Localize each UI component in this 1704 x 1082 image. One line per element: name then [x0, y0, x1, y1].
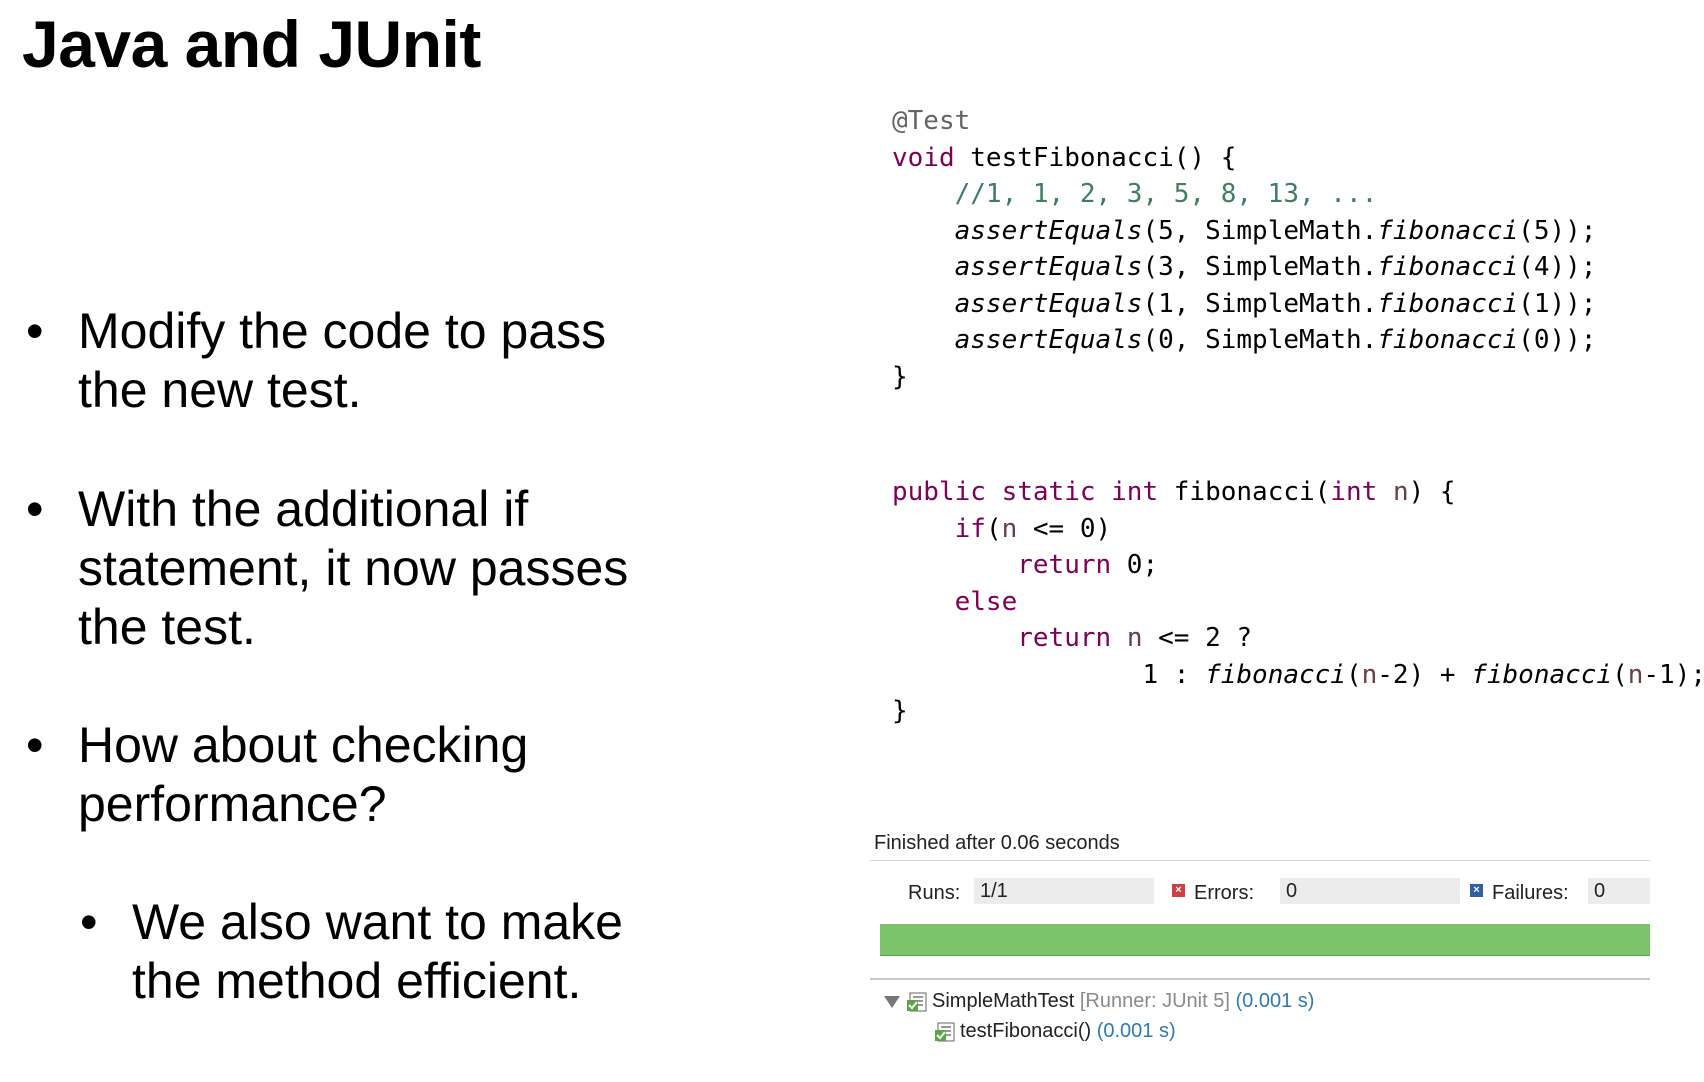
bullet-item: • How about checking performance?: [26, 716, 529, 834]
assert-call: assertEquals: [954, 252, 1143, 282]
bullet-text: Modify the code to pass the new test.: [78, 303, 607, 418]
runner-label: [Runner: JUnit 5]: [1079, 990, 1230, 1012]
class-ref: SimpleMath.: [1205, 215, 1378, 246]
method-ref: fibonacci: [1205, 659, 1346, 690]
failures-label: Failures:: [1492, 882, 1569, 904]
sub-bullet-item: • We also want to make the method effici…: [80, 893, 623, 1011]
class-ref: SimpleMath.: [1205, 252, 1378, 282]
bullet-marker: •: [26, 717, 44, 773]
errors-label: Errors:: [1194, 882, 1254, 904]
tree-item-test[interactable]: testFibonacci() (0.001 s): [934, 1020, 1176, 1043]
keyword: public: [892, 477, 986, 507]
expected-value: 1: [1158, 288, 1174, 319]
error-icon: ×: [1172, 884, 1185, 897]
arg-value: 0: [1533, 325, 1550, 355]
expected-value: 0: [1158, 325, 1174, 355]
divider: [870, 978, 1650, 980]
keyword: int: [1330, 477, 1378, 507]
errors-value: 0: [1280, 878, 1460, 904]
code-text: ) {: [1408, 477, 1456, 507]
arg-value: 5: [1533, 215, 1550, 246]
code-text: -1);: [1643, 659, 1704, 690]
slide-title: Java and JUnit: [22, 7, 481, 81]
expected-value: 3: [1158, 252, 1174, 282]
code-text: 1 :: [1142, 659, 1206, 690]
method-ref: fibonacci: [1471, 659, 1613, 690]
runs-value: 1/1: [974, 878, 1154, 904]
closing-brace: }: [892, 696, 908, 726]
code-comment: //1, 1, 2, 3, 5, 8, 13, ...: [892, 179, 1378, 209]
assert-call: assertEquals: [954, 215, 1143, 246]
code-text: 0;: [1111, 550, 1159, 580]
keyword: if: [954, 513, 986, 544]
runs-label: Runs:: [908, 882, 961, 904]
bullet-list: • Modify the code to pass the new test. …: [0, 0, 720, 1082]
code-text: (: [985, 513, 1002, 544]
variable: n: [1001, 513, 1018, 544]
suite-name: SimpleMathTest: [932, 990, 1075, 1012]
bullet-marker: •: [26, 481, 44, 537]
suite-time: (0.001 s): [1235, 990, 1315, 1012]
test-name: testFibonacci(): [960, 1020, 1092, 1042]
test-suite-icon: [907, 992, 927, 1012]
bullet-marker: •: [80, 894, 98, 950]
collapse-icon[interactable]: [884, 995, 900, 1008]
variable: n: [1361, 659, 1378, 690]
method-name: fibonacci(: [1158, 477, 1331, 507]
failures-value: 0: [1588, 878, 1650, 904]
test-case-icon: [935, 1022, 955, 1042]
keyword: return: [1017, 623, 1112, 653]
test-time: (0.001 s): [1096, 1020, 1176, 1042]
keyword: int: [1111, 477, 1159, 507]
code-text: -2) +: [1377, 659, 1472, 690]
arg-value: 4: [1533, 252, 1550, 282]
code-text: testFibonacci() {: [954, 142, 1237, 173]
junit-panel: Finished after 0.06 seconds Runs: 1/1 × …: [870, 832, 1656, 1062]
keyword: static: [1001, 477, 1096, 507]
bullet-text: With the additional if statement, it now…: [78, 481, 629, 655]
class-ref: SimpleMath.: [1205, 325, 1378, 355]
variable: n: [1126, 623, 1143, 653]
code-text: <= 2 ?: [1142, 623, 1253, 653]
class-ref: SimpleMath.: [1205, 288, 1378, 319]
keyword: else: [954, 586, 1018, 617]
bullet-marker: •: [26, 303, 44, 359]
finished-status: Finished after 0.06 seconds: [874, 832, 1120, 854]
progress-bar: [880, 924, 1650, 956]
divider: [870, 860, 1650, 861]
tree-item-suite[interactable]: SimpleMathTest [Runner: JUnit 5] (0.001 …: [884, 990, 1314, 1013]
method-code-block: public static int fibonacci(int n) { if(…: [892, 474, 1704, 730]
assert-call: assertEquals: [954, 288, 1143, 319]
bullet-text: How about checking performance?: [78, 717, 529, 832]
expected-value: 5: [1158, 215, 1174, 246]
closing-brace: }: [892, 361, 908, 392]
test-code-block: @Test void testFibonacci() { //1, 1, 2, …: [892, 106, 1597, 392]
arg-value: 1: [1533, 288, 1550, 319]
code-text: <= 0): [1017, 513, 1112, 544]
method-ref: fibonacci: [1377, 215, 1519, 246]
method-ref: fibonacci: [1377, 325, 1519, 355]
method-ref: fibonacci: [1377, 252, 1519, 282]
keyword: void: [892, 142, 955, 173]
variable: n: [1627, 659, 1644, 690]
param: n: [1392, 477, 1409, 507]
keyword: return: [1017, 550, 1112, 580]
bullet-text: We also want to make the method efficien…: [132, 894, 623, 1009]
bullet-item: • Modify the code to pass the new test.: [26, 302, 607, 420]
bullet-item: • With the additional if statement, it n…: [26, 480, 629, 657]
annotation: @Test: [892, 106, 971, 136]
failure-icon: ×: [1470, 884, 1483, 897]
assert-call: assertEquals: [954, 325, 1143, 355]
method-ref: fibonacci: [1377, 288, 1519, 319]
